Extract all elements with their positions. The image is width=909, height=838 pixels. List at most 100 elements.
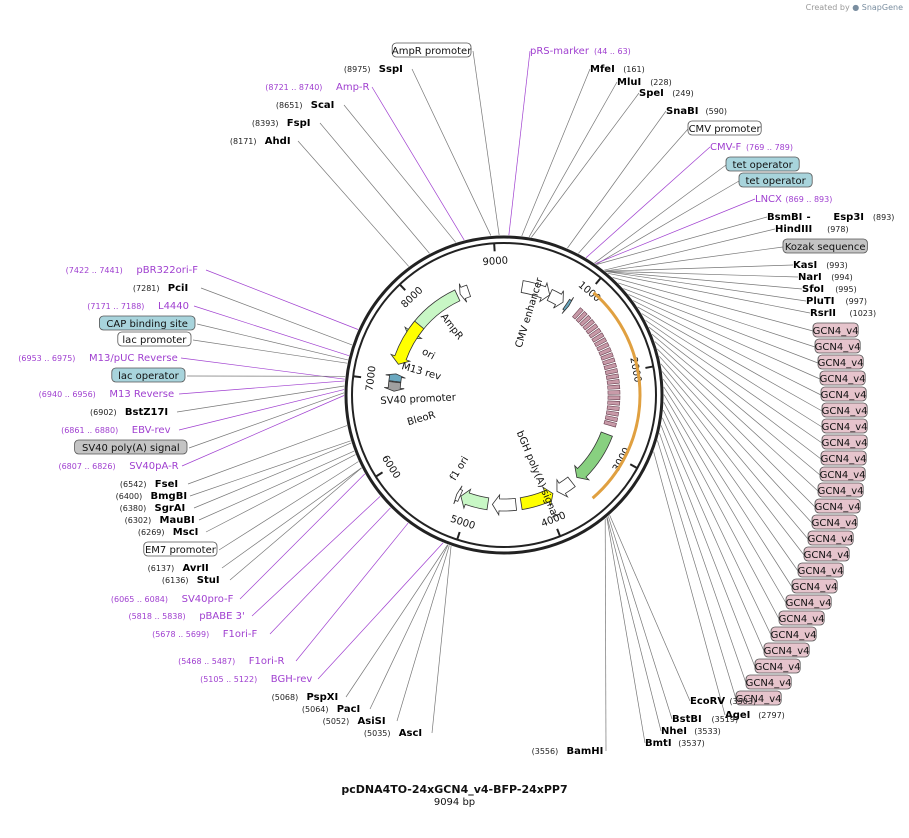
feature-cmv-promoter: [546, 288, 564, 309]
feature-label-box: [111, 367, 186, 383]
map-label: (5105 .. 5122)BGH-rev: [200, 674, 312, 685]
map-label: Kozak sequence: [782, 238, 868, 254]
feature-label-text: GCN4_v4: [808, 534, 854, 545]
leader-line: [662, 417, 765, 652]
enzyme-name: RsrII: [810, 308, 836, 319]
gcn4-repeat-block: [606, 405, 620, 412]
enzyme-name: AhdI: [265, 136, 291, 147]
leader-line: [663, 394, 787, 604]
gcn4-repeat-block: [575, 310, 588, 323]
feature-label-box: [143, 541, 218, 557]
map-label: GCN4_v4: [770, 626, 817, 642]
map-label: (6136)StuI: [162, 575, 220, 586]
gcn4-repeat-block: [600, 352, 614, 361]
enzyme-name: BmgBI: [151, 491, 188, 502]
leader-line: [653, 451, 726, 716]
outer-labels: pRS-marker(44 .. 63)MfeI(161)MluI(228)Sp…: [18, 42, 894, 757]
site-position: (3503): [730, 697, 757, 706]
gcn4-repeat-block: [585, 323, 599, 335]
site-position: (6861 .. 6880): [61, 426, 118, 435]
feature-track: [384, 280, 642, 517]
primer-name: CMV-F: [710, 142, 741, 153]
enzyme-name: EcoRV: [690, 696, 725, 707]
enzyme-name: MscI: [173, 527, 199, 538]
map-label: GCN4_v4: [754, 658, 801, 674]
leader-line: [633, 300, 822, 396]
tick-mark: [645, 365, 654, 369]
leader-line: [567, 110, 667, 249]
map-label: tet operator: [738, 172, 813, 188]
leader-line: [193, 442, 352, 509]
gcn4-repeat-block: [607, 400, 621, 406]
map-label: GCN4_v4: [814, 498, 861, 514]
map-label: (6861 .. 6880)EBV-rev: [61, 425, 170, 436]
leader-line: [663, 402, 780, 620]
feature-label-box: [807, 530, 854, 546]
leader-line: [606, 517, 646, 744]
inner-label: BleoR: [406, 410, 437, 428]
leader-line: [343, 104, 457, 243]
feature-label-box: [117, 331, 192, 347]
leader-line: [229, 467, 362, 581]
map-label: GCN4_v4: [745, 674, 792, 690]
leader-line: [618, 282, 816, 348]
gcn4-repeat-block: [596, 342, 610, 352]
enzyme-name: PspXI: [307, 692, 339, 703]
feature-label-text: tet operator: [733, 160, 794, 171]
site-position: (161): [623, 65, 645, 74]
feature-label-box: [817, 354, 864, 370]
feature-label-text: GCN4_v4: [755, 662, 801, 673]
feature-label-box: [778, 610, 825, 626]
leader-line: [605, 271, 807, 302]
leader-line: [396, 545, 450, 722]
leader-line: [606, 517, 662, 732]
feature-sv40-promoter: [491, 493, 517, 517]
primer-name: L4440: [158, 301, 189, 312]
feature-label-text: EM7 promoter: [145, 545, 217, 556]
feature-label-box: [785, 594, 832, 610]
site-position: (5468 .. 5487): [178, 657, 235, 666]
leader-line: [221, 467, 362, 569]
feature-label-box: [814, 338, 861, 354]
map-label: (5678 .. 5699)F1ori-F: [152, 629, 257, 640]
feature-label-text: GCN4_v4: [820, 374, 866, 385]
feature-label-box: [803, 546, 850, 562]
leader-line: [623, 288, 819, 364]
feature-label-text: GCN4_v4: [786, 598, 832, 609]
primer-name: LNCX: [755, 194, 782, 205]
feature-bfp: [574, 431, 613, 481]
site-position: (6269): [138, 528, 165, 537]
leader-line: [604, 518, 607, 752]
map-label: (6380)SgrAI: [120, 503, 186, 514]
feature-label-box: [811, 514, 858, 530]
feature-label-text: GCN4_v4: [822, 422, 868, 433]
map-label: pRS-marker(44 .. 63): [530, 46, 631, 57]
feature-ori: [389, 320, 425, 365]
site-position: (6400): [116, 492, 143, 501]
site-position: (5052): [323, 717, 350, 726]
feature-label-box: [391, 42, 472, 58]
gcn4-repeat-block: [582, 319, 595, 331]
leader-line: [200, 287, 353, 346]
enzyme-name: FspI: [287, 118, 311, 129]
map-label: GCN4_v4: [797, 562, 844, 578]
backbone-inner-ring: [351, 242, 657, 548]
site-position: (5105 .. 5122): [200, 675, 257, 684]
inner-label: AmpR: [438, 312, 465, 342]
gcn4-repeat-block: [572, 307, 584, 320]
feature-label-box: [821, 434, 868, 450]
map-label: GCN4_v4: [812, 322, 859, 338]
tick-label: 6000: [379, 454, 402, 481]
map-label: (8393)FspI: [252, 118, 311, 129]
feature-bgh-poly-a-signal: [556, 476, 576, 498]
feature-label-text: lac operator: [118, 371, 179, 382]
leader-line: [603, 228, 776, 271]
feature-label-text: GCN4_v4: [813, 326, 859, 337]
leader-line: [193, 305, 350, 356]
enzyme-name: HindIII: [775, 224, 812, 235]
map-label: CMV promoter: [687, 120, 762, 136]
feature-label-text: GCN4_v4: [798, 566, 844, 577]
site-position: (6136): [162, 576, 189, 585]
map-label: PluTI(997): [806, 296, 867, 307]
